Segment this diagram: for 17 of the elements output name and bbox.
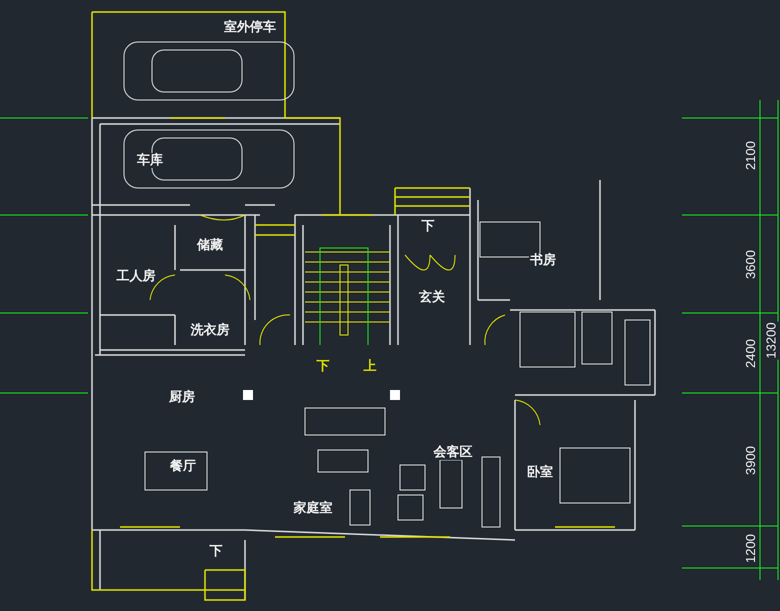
stair-direction-label: 下	[316, 358, 330, 374]
room-label: 洗衣房	[190, 322, 230, 338]
room-label: 储藏	[196, 238, 224, 252]
room-label: 下	[208, 544, 224, 558]
room-label: 家庭室	[292, 500, 334, 516]
room-label: 餐厅	[169, 458, 197, 474]
room-label: 玄关	[418, 290, 446, 304]
room-label: 车库	[136, 152, 164, 168]
room-label: 厨房	[168, 390, 196, 404]
dimension-text: 13200	[764, 320, 779, 360]
room-label: 卧室	[526, 464, 554, 480]
stair-direction-label: 上	[362, 358, 378, 374]
room-label: 会客区	[432, 444, 474, 460]
room-label: 书房	[529, 252, 557, 268]
room-label: 工人房	[116, 268, 156, 284]
room-label: 下	[420, 218, 436, 234]
room-label: 室外停车	[223, 20, 277, 34]
